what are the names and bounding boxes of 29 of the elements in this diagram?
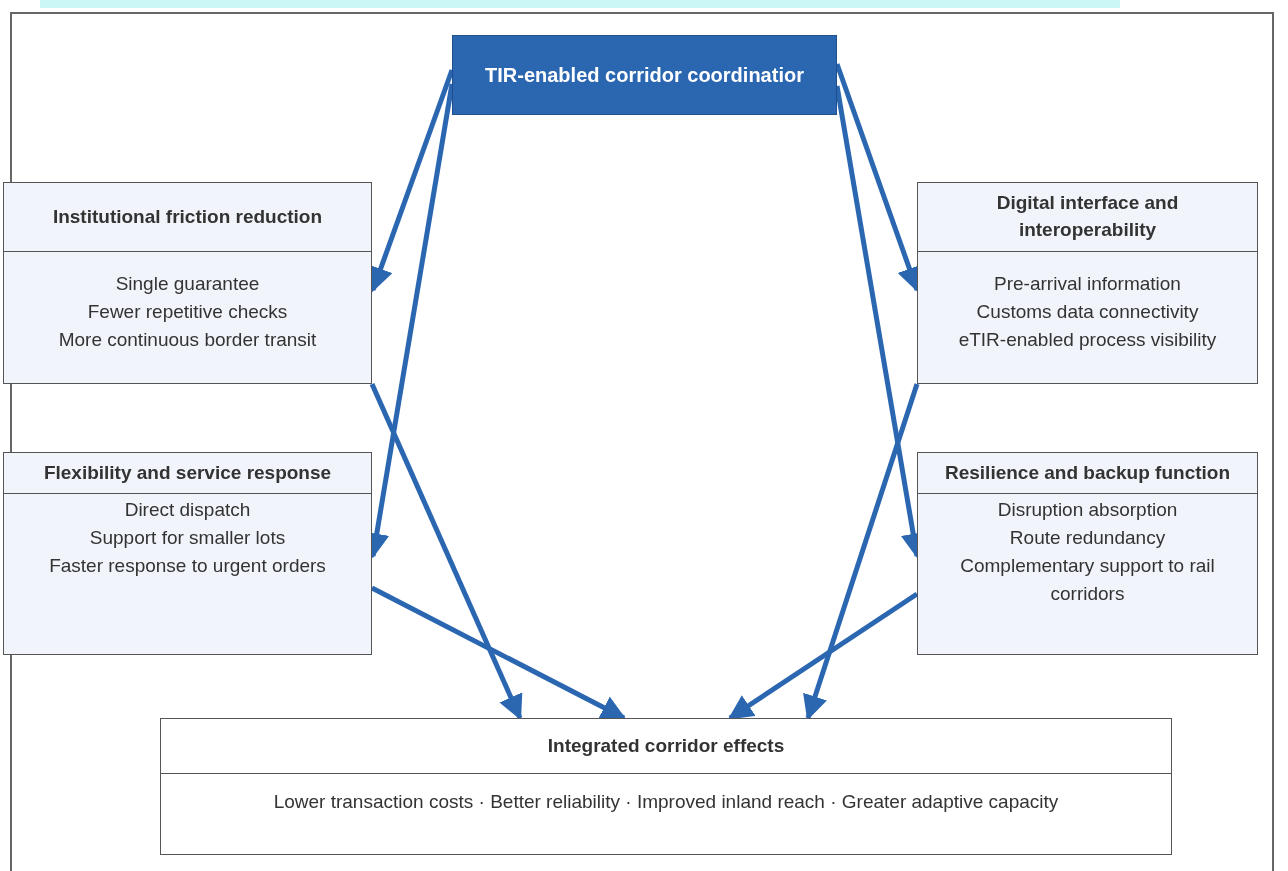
body-text: Single guarantee bbox=[114, 272, 261, 296]
body-text: More continuous border transit bbox=[57, 328, 318, 352]
arrow bbox=[803, 383, 920, 721]
category-box bbox=[3, 182, 372, 384]
body-text: Complementary support to rail corridors bbox=[959, 554, 1216, 606]
category-box bbox=[160, 718, 1172, 855]
body-text: Disruption absorption bbox=[996, 498, 1179, 522]
body-text: Pre-arrival information bbox=[993, 272, 1182, 296]
body-text: Faster response to urgent orders bbox=[48, 554, 327, 578]
body-text: Direct dispatch bbox=[123, 498, 252, 522]
body-text: Support for smaller lots bbox=[88, 526, 287, 550]
box-heading: Resilience and backup function bbox=[944, 460, 1231, 485]
category-box bbox=[3, 452, 372, 655]
body-text: Lower transaction costs · Better reliability · Improved inland reach · Greater adaptive capacity bbox=[272, 790, 1060, 814]
box-heading: Integrated corridor effects bbox=[547, 733, 785, 758]
category-box bbox=[917, 182, 1258, 384]
arrow bbox=[727, 591, 919, 721]
body-text: eTIR-enabled process visibility bbox=[957, 328, 1218, 352]
box-heading: Institutional friction reduction bbox=[52, 204, 323, 229]
box-title: TIR-enabled corridor coordinatior bbox=[485, 63, 804, 87]
body-text: Fewer repetitive checks bbox=[86, 300, 289, 324]
body-text: Customs data connectivity bbox=[975, 300, 1200, 324]
category-box bbox=[917, 452, 1258, 655]
source-box bbox=[452, 35, 837, 115]
box-heading: Digital interface and interoperability bbox=[995, 191, 1180, 242]
body-text: Route redundancy bbox=[1008, 526, 1167, 550]
arrow bbox=[369, 383, 523, 721]
box-heading: Flexibility and service response bbox=[43, 460, 332, 485]
arrow bbox=[370, 585, 627, 721]
